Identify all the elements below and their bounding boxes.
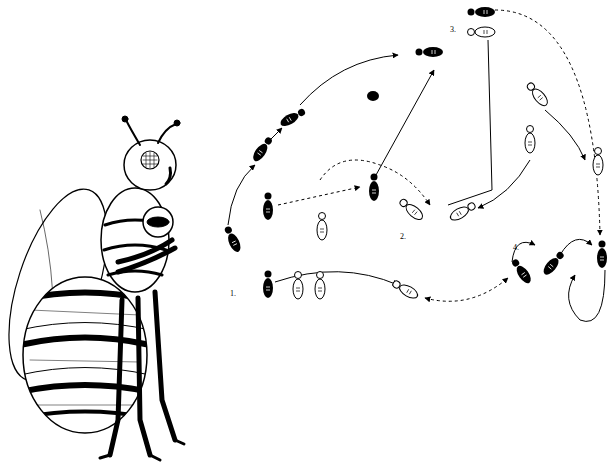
callout-number: 4. <box>513 244 519 252</box>
callout-number: 2. <box>400 233 406 241</box>
callout-number: 1. <box>230 290 236 298</box>
bee <box>0 116 184 460</box>
callout-number: 3. <box>450 26 456 34</box>
dance-figures <box>222 7 607 301</box>
arrows <box>228 10 605 321</box>
